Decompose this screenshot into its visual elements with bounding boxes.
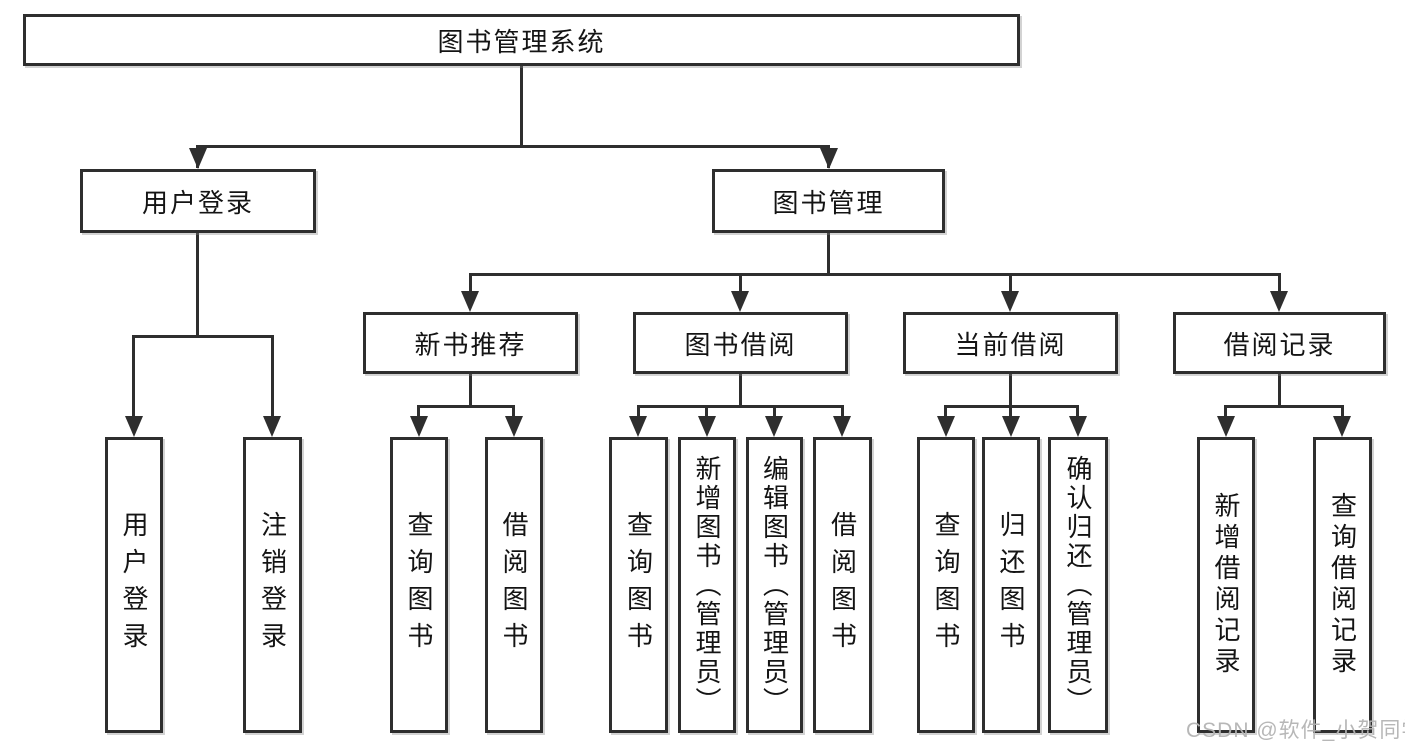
node-leaf-label: 注销登录 — [257, 511, 288, 659]
node-leaf-borrow-book-1: 借阅图书 — [485, 437, 543, 733]
node-book-borrow-label: 图书借阅 — [684, 329, 797, 360]
connector-user-login-rail — [132, 335, 274, 338]
connector-shaft — [132, 335, 135, 420]
node-book-borrow: 图书借阅 — [633, 312, 848, 374]
connector-root-drop — [520, 66, 523, 145]
node-leaf-query-book-1: 查询图书 — [390, 437, 448, 733]
connector-shaft — [841, 405, 844, 425]
arrow-down-icon — [1217, 416, 1235, 437]
connector-new-book-drop — [469, 374, 472, 405]
node-leaf-add-book-admin: 新增图书（管理员） — [678, 437, 736, 733]
arrow-down-icon — [410, 416, 428, 437]
arrow-down-icon — [1270, 291, 1288, 312]
connector-shaft — [512, 405, 515, 425]
connector-current-borrow-drop — [1009, 374, 1012, 405]
arrow-down-icon — [1002, 416, 1020, 437]
arrow-down-icon — [1333, 416, 1351, 437]
node-leaf-logout: 注销登录 — [243, 437, 302, 733]
connector-shaft — [271, 335, 274, 420]
node-leaf-label: 借阅图书 — [499, 511, 529, 659]
node-current-borrow-label: 当前借阅 — [954, 329, 1067, 360]
node-leaf-label: 查询借阅记录 — [1327, 492, 1358, 678]
connector-shaft — [739, 273, 742, 295]
connector-shaft — [469, 273, 472, 295]
arrow-down-icon — [731, 291, 749, 312]
node-leaf-label: 查询图书 — [623, 511, 654, 659]
node-leaf-query-book-3: 查询图书 — [917, 437, 975, 733]
connector-new-book-rail — [417, 405, 515, 408]
arrow-down-icon — [1001, 291, 1019, 312]
node-current-borrow: 当前借阅 — [903, 312, 1118, 374]
connector-shaft — [773, 405, 776, 425]
arrow-down-icon — [698, 416, 716, 437]
node-leaf-label: 查询图书 — [931, 511, 961, 659]
arrow-down-icon — [833, 416, 851, 437]
node-root: 图书管理系统 — [23, 14, 1020, 66]
node-leaf-label: 查询图书 — [404, 511, 434, 659]
csdn-watermark: CSDN @软件_小贺同学 — [1186, 719, 1405, 742]
connector-book-management-drop — [827, 233, 830, 273]
node-new-book-recommend: 新书推荐 — [363, 312, 578, 374]
connector-book-borrow-rail — [637, 405, 844, 408]
node-book-management: 图书管理 — [712, 169, 945, 233]
node-leaf-label: 归还图书 — [996, 511, 1026, 659]
node-user-login: 用户登录 — [80, 169, 316, 233]
arrow-down-icon — [629, 416, 647, 437]
arrow-down-icon — [1069, 416, 1087, 437]
node-leaf-add-borrow-record: 新增借阅记录 — [1197, 437, 1255, 733]
connector-shaft — [1076, 405, 1079, 425]
node-leaf-query-book-2: 查询图书 — [609, 437, 668, 733]
connector-borrow-record-rail — [1224, 405, 1344, 408]
node-leaf-query-borrow-record: 查询借阅记录 — [1313, 437, 1372, 733]
node-leaf-edit-book-admin: 编辑图书（管理员） — [746, 437, 803, 733]
connector-shaft — [705, 405, 708, 425]
connector-book-borrow-drop — [739, 374, 742, 405]
node-leaf-label: 新增图书（管理员） — [692, 454, 722, 716]
arrow-down-icon — [125, 416, 143, 437]
node-new-book-recommend-label: 新书推荐 — [414, 329, 527, 360]
node-leaf-label: 编辑图书（管理员） — [759, 454, 790, 716]
connector-shaft — [944, 405, 947, 425]
connector-shaft — [637, 405, 640, 425]
connector-borrow-record-drop — [1278, 374, 1281, 405]
node-leaf-confirm-return-admin: 确认归还（管理员） — [1048, 437, 1108, 733]
arrow-down-icon — [505, 416, 523, 437]
node-leaf-return-book: 归还图书 — [982, 437, 1040, 733]
node-user-login-label: 用户登录 — [141, 187, 254, 218]
arrow-down-icon — [189, 148, 207, 169]
connector-level3-rail — [469, 273, 1281, 276]
node-leaf-label: 用户登录 — [119, 511, 149, 659]
connector-shaft — [1009, 273, 1012, 295]
arrow-down-icon — [937, 416, 955, 437]
node-root-label: 图书管理系统 — [437, 26, 606, 57]
connector-shaft — [1278, 273, 1281, 295]
node-leaf-label: 确认归还（管理员） — [1063, 454, 1093, 716]
arrow-down-icon — [263, 416, 281, 437]
node-leaf-label: 借阅图书 — [827, 511, 858, 659]
arrow-down-icon — [461, 291, 479, 312]
node-borrow-record: 借阅记录 — [1173, 312, 1386, 374]
arrow-down-icon — [820, 148, 838, 169]
connector-shaft — [1341, 405, 1344, 425]
connector-shaft — [417, 405, 420, 425]
connector-user-login-drop — [196, 233, 199, 335]
node-book-management-label: 图书管理 — [772, 187, 885, 218]
node-leaf-label: 新增借阅记录 — [1211, 492, 1241, 678]
node-leaf-borrow-book-2: 借阅图书 — [813, 437, 872, 733]
node-leaf-user-login: 用户登录 — [105, 437, 163, 733]
connector-level2-rail — [196, 145, 830, 148]
connector-shaft — [1224, 405, 1227, 425]
connector-shaft — [1009, 405, 1012, 425]
node-borrow-record-label: 借阅记录 — [1223, 329, 1336, 360]
arrow-down-icon — [765, 416, 783, 437]
